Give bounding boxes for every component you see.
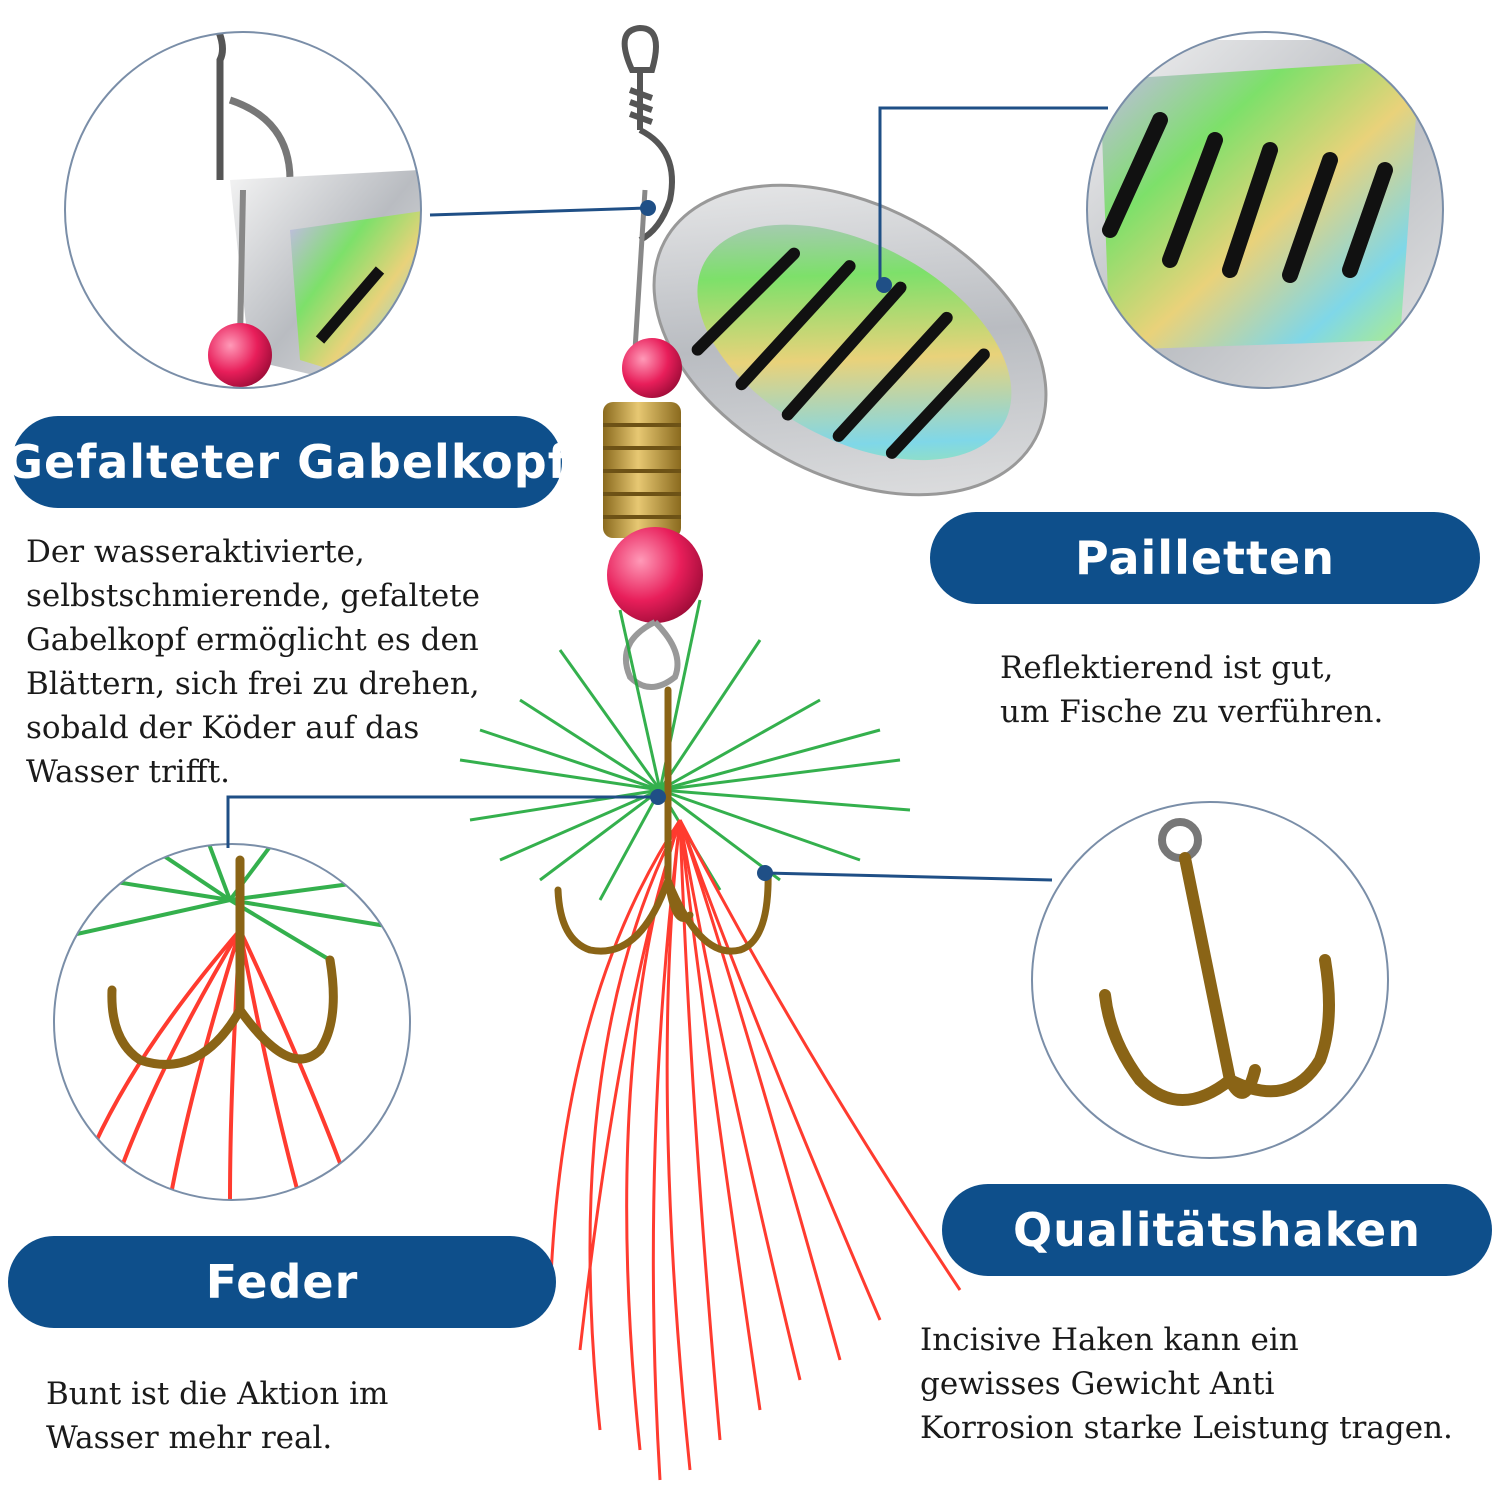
description-line: sobald der Köder auf das xyxy=(26,710,420,746)
description-clevis: Der wasseraktivierte, selbstschmierende,… xyxy=(26,530,480,794)
label-hook: Qualitätshaken xyxy=(942,1184,1492,1276)
zoom-circle-feather xyxy=(53,843,411,1201)
zoom-circle-clevis xyxy=(64,31,422,389)
description-line: gewisses Gewicht Anti xyxy=(920,1366,1275,1402)
description-feather: Bunt ist die Aktion im Wasser mehr real. xyxy=(46,1372,388,1460)
description-line: Wasser trifft. xyxy=(26,754,231,790)
description-line: Incisive Haken kann ein xyxy=(920,1322,1299,1358)
spinner-blade-icon xyxy=(652,183,1048,497)
connector-dot xyxy=(757,865,773,881)
treble-hook-icon xyxy=(554,686,772,955)
description-line: selbstschmierende, gefaltete xyxy=(26,578,480,614)
bead-icon xyxy=(607,527,703,623)
description-line: Gabelkopf ermöglicht es den xyxy=(26,622,479,658)
connector-dot xyxy=(650,789,666,805)
description-line: Bunt ist die Aktion im xyxy=(46,1376,389,1412)
label-feather: Feder xyxy=(8,1236,556,1328)
zoom-circle-sequins xyxy=(1086,31,1444,389)
description-hook: Incisive Haken kann ein gewisses Gewicht… xyxy=(920,1318,1453,1450)
connector-dot xyxy=(640,200,656,216)
swivel-icon xyxy=(621,24,675,351)
description-line: Korrosion starke Leistung tragen. xyxy=(920,1410,1453,1446)
connector-lines xyxy=(226,106,1108,882)
description-sequins: Reflektierend ist gut, um Fische zu verf… xyxy=(1000,646,1383,734)
brass-body-icon xyxy=(603,402,681,538)
label-clevis: Gefalteter Gabelkopf xyxy=(5,416,568,508)
connector-dot xyxy=(876,277,892,293)
description-line: Wasser mehr real. xyxy=(46,1420,333,1456)
description-line: Der wasseraktivierte, xyxy=(26,534,365,570)
description-line: Reflektierend ist gut, xyxy=(1000,650,1334,686)
bead-icon xyxy=(622,338,682,398)
description-line: Blättern, sich frei zu drehen, xyxy=(26,666,480,702)
label-sequins: Pailletten xyxy=(930,512,1480,604)
feather-tail-icon xyxy=(548,819,962,1481)
feather-collar-icon xyxy=(459,599,911,901)
zoom-circle-hook xyxy=(1031,801,1389,1159)
description-line: um Fische zu verführen. xyxy=(1000,694,1384,730)
